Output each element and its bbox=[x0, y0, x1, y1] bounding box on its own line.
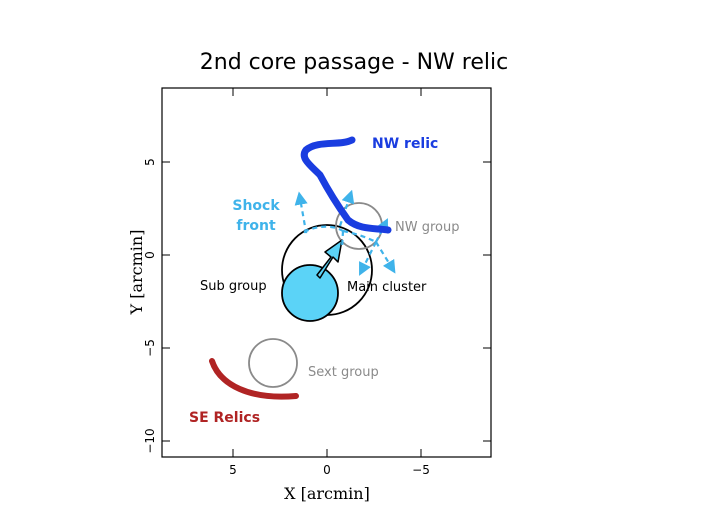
se-relics-curve bbox=[209, 358, 299, 400]
shock-front-label-line1: Shock bbox=[232, 198, 280, 214]
y-axis-label: Y [arcmin] bbox=[127, 230, 146, 316]
nw-relic-label: NW relic bbox=[372, 136, 438, 152]
nw-relic-curve bbox=[300, 136, 392, 234]
x-tick-label-5: 5 bbox=[229, 463, 237, 477]
page-title: 2nd core passage - NW relic bbox=[199, 50, 509, 75]
nw-group-label: NW group bbox=[395, 220, 459, 235]
sext-group-circle bbox=[248, 338, 298, 388]
y-ticks bbox=[162, 161, 491, 442]
sub-group-label: Sub group bbox=[200, 279, 267, 294]
x-ticks bbox=[232, 88, 422, 457]
y-tick-label-0: 0 bbox=[143, 251, 157, 259]
sext-group-label: Sext group bbox=[308, 365, 379, 380]
y-tick-label-5: 5 bbox=[143, 158, 157, 166]
shock-front-lines bbox=[294, 189, 396, 276]
y-tick-label-neg5: −5 bbox=[143, 339, 157, 357]
x-tick-label-0: 0 bbox=[323, 463, 331, 477]
x-axis-label: X [arcmin] bbox=[284, 484, 370, 503]
motion-arrow bbox=[316, 239, 343, 279]
se-relics-label: SE Relics bbox=[189, 410, 260, 426]
sub-group-circle bbox=[281, 264, 339, 322]
x-tick-label-neg5: −5 bbox=[412, 463, 430, 477]
shock-front-label-line2: front bbox=[236, 218, 276, 234]
y-tick-label-neg10: −10 bbox=[143, 428, 157, 453]
main-cluster-label: Main cluster bbox=[347, 280, 427, 295]
